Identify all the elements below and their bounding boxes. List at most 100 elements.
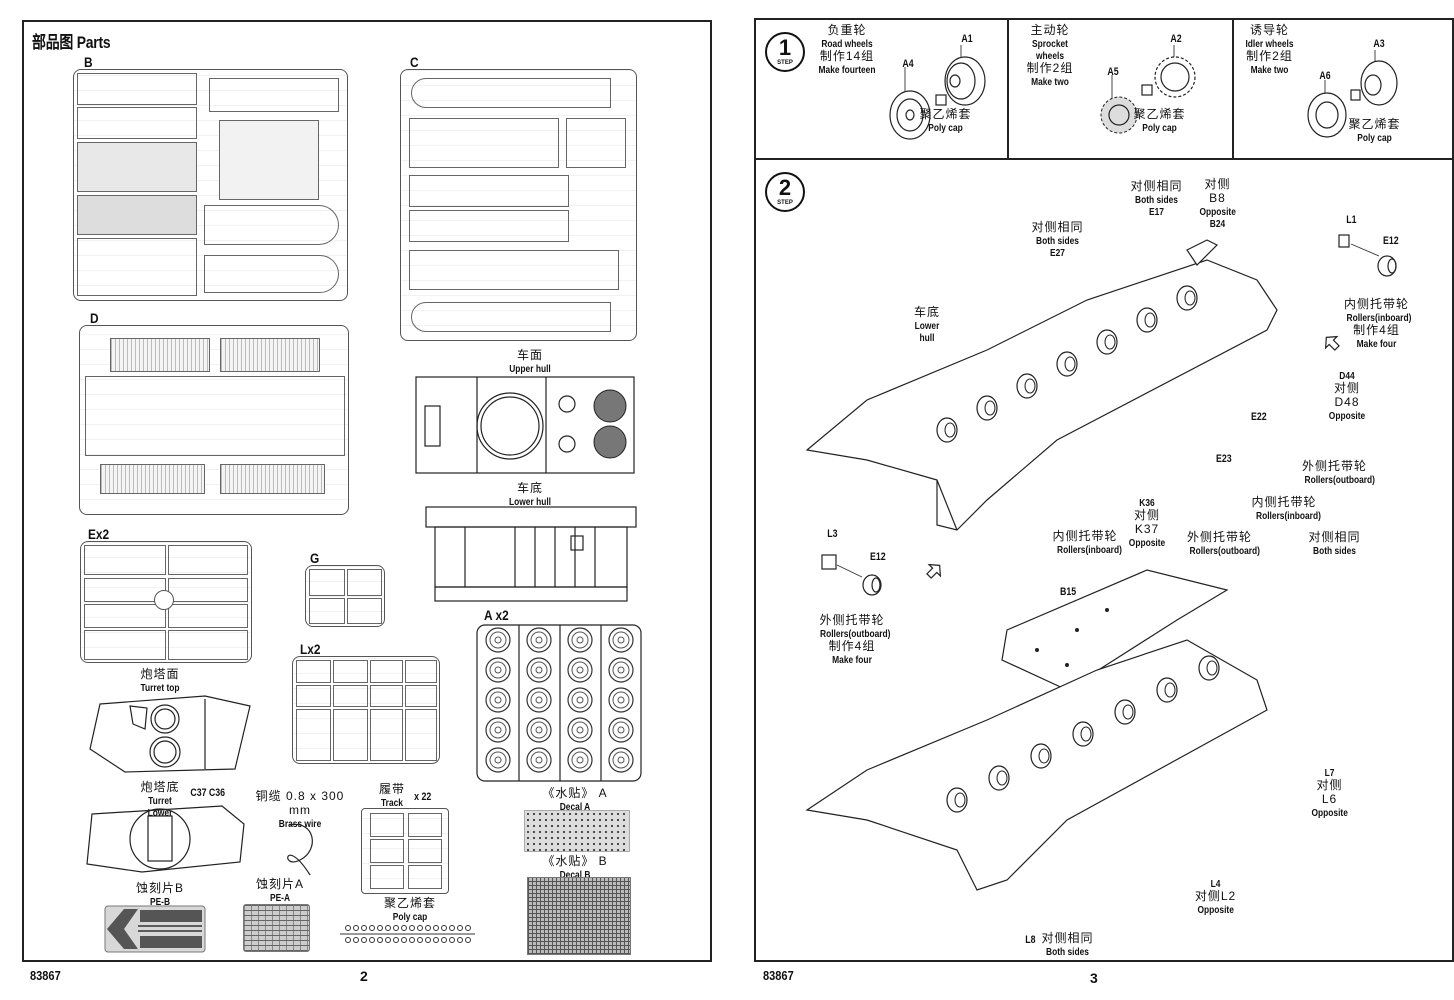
pe-b-sheet [104,905,206,953]
rollers-inboard-callout-mid: 内侧托带轮 Rollers(inboard) [1251,495,1321,522]
e27-callout: 对侧相同 Both sides E27 [1031,220,1084,259]
product-code: 83867 [30,968,61,983]
track-sprue [361,808,449,894]
poly-cap-part [401,925,407,931]
suspension-arm [1114,699,1136,725]
poly-cap-part [369,925,375,931]
panel-divider [1007,18,1009,160]
direction-arrow-icon [1324,335,1340,351]
sprue-a [476,624,642,782]
pe-a-sheet [243,904,310,952]
l8-callout: 对侧相同 Both sides [1041,931,1094,958]
suspension-arm [1176,285,1198,311]
poly-cap-part [417,925,423,931]
road-wheel-drawing [889,45,986,140]
part-e12: E12 [869,551,886,563]
sprue-b [73,69,348,301]
roller-outboard-part [821,554,882,596]
turret-lower-part-ids: C37 C36 [190,787,226,799]
step-1-badge: 1 STEP [765,32,805,72]
part-a2: A2 [1170,33,1182,45]
part-l8: L8 [1025,934,1036,946]
step-2-badge: 2 STEP [765,172,805,212]
sprue-c-label: C [410,54,419,70]
poly-cap-part [361,937,367,943]
part-a4: A4 [902,58,914,70]
rollers-outboard-callout-right: 外侧托带轮 Rollers(outboard) [1301,459,1375,486]
rollers-outboard-callout-mid: 外侧托带轮 Rollers(outboard) [1186,530,1260,557]
part-a1: A1 [961,33,973,45]
page-frame [754,18,1454,962]
poly-cap-part [441,925,447,931]
idler-wheel-drawing [1307,50,1398,138]
page-number: 2 [360,968,368,984]
upper-hull-label: 车面 Upper hull [509,348,551,375]
step-divider [754,158,1454,160]
poly-cap-part [433,925,439,931]
page-title: 部品图 Parts [32,33,111,52]
sprocket-wheel-drawing [1100,45,1196,134]
sprue-l [292,656,440,764]
sprue-d-label: D [90,310,99,326]
track-quantity: x 22 [414,791,432,803]
upper-hull-drawing [415,376,635,474]
roller-inboard-part [1338,234,1397,277]
part-l1: L1 [1346,214,1357,226]
part-a5: A5 [1107,66,1119,78]
instructions-page: 1 STEP 负重轮 Road wheels 制作14组 Make fourte… [727,0,1454,1000]
pe-a-label: 蚀刻片A PE-A [255,877,304,904]
both-sides-callout: 对侧相同 Both sides [1308,530,1361,557]
lower-hull-callout: 车底 Lower hull [913,305,940,344]
suspension-arm [946,787,968,813]
poly-cap-part [345,937,351,943]
poly-cap-label: 聚乙烯套 Poly cap [1348,117,1401,144]
part-e22: E22 [1250,411,1267,423]
poly-cap-runner [340,925,475,943]
sprue-g [305,565,385,627]
sprue-a-label: A x2 [484,607,509,623]
poly-cap-part [449,937,455,943]
pe-b-label: 蚀刻片B PE-B [135,881,184,908]
suspension-arm [1156,677,1178,703]
poly-cap-part [449,925,455,931]
sprue-d [79,325,349,515]
suspension-arm [1136,307,1158,333]
poly-cap-part [353,937,359,943]
suspension-arm [988,765,1010,791]
track-label: 履带 Track [378,782,405,809]
poly-cap-label: 聚乙烯套 Poly cap [919,107,972,134]
suspension-arm [1016,373,1038,399]
sprue-l-label: Lx2 [300,641,321,657]
lower-hull-assembly-top [805,239,1278,531]
poly-cap-part [361,925,367,931]
poly-cap-part [345,925,351,931]
suspension-arm [1072,721,1094,747]
direction-arrow-icon [926,563,942,579]
l4-callout: L4 对侧L2 Opposite [1194,878,1237,916]
page-frame [22,20,712,962]
poly-cap-part [353,925,359,931]
part-a6: A6 [1319,70,1331,82]
poly-cap-part [377,937,383,943]
poly-cap-part [441,937,447,943]
suspension-arm [936,417,958,443]
poly-cap-part [409,937,415,943]
road-wheels-label: 负重轮 Road wheels 制作14组 Make fourteen [818,23,876,76]
lower-hull-assembly-bottom [805,569,1268,891]
rollers-outboard-callout-left: 外侧托带轮 Rollers(outboard) 制作4组 Make four [819,613,891,666]
part-b15: B15 [1060,586,1077,598]
decal-b-sheet [527,877,631,955]
poly-cap-label: 聚乙烯套 Poly cap [1133,107,1186,134]
sprocket-wheels-label: 主动轮 Sprocket wheels 制作2组 Make two [1026,23,1074,88]
panel-divider [1232,18,1234,160]
decal-a-sheet [524,810,630,852]
rollers-inboard-callout-left: 内侧托带轮 Rollers(inboard) [1052,529,1122,556]
idler-wheels-label: 诱导轮 Idler wheels 制作2组 Make two [1245,23,1294,76]
poly-cap-part [393,937,399,943]
k36-callout: K36 对侧 K37 Opposite [1128,497,1166,549]
sprue-e [80,541,252,663]
part-a3: A3 [1373,38,1385,50]
suspension-arm [1056,351,1078,377]
poly-cap-part [401,937,407,943]
l7-callout: L7 对侧 L6 Opposite [1311,767,1348,819]
